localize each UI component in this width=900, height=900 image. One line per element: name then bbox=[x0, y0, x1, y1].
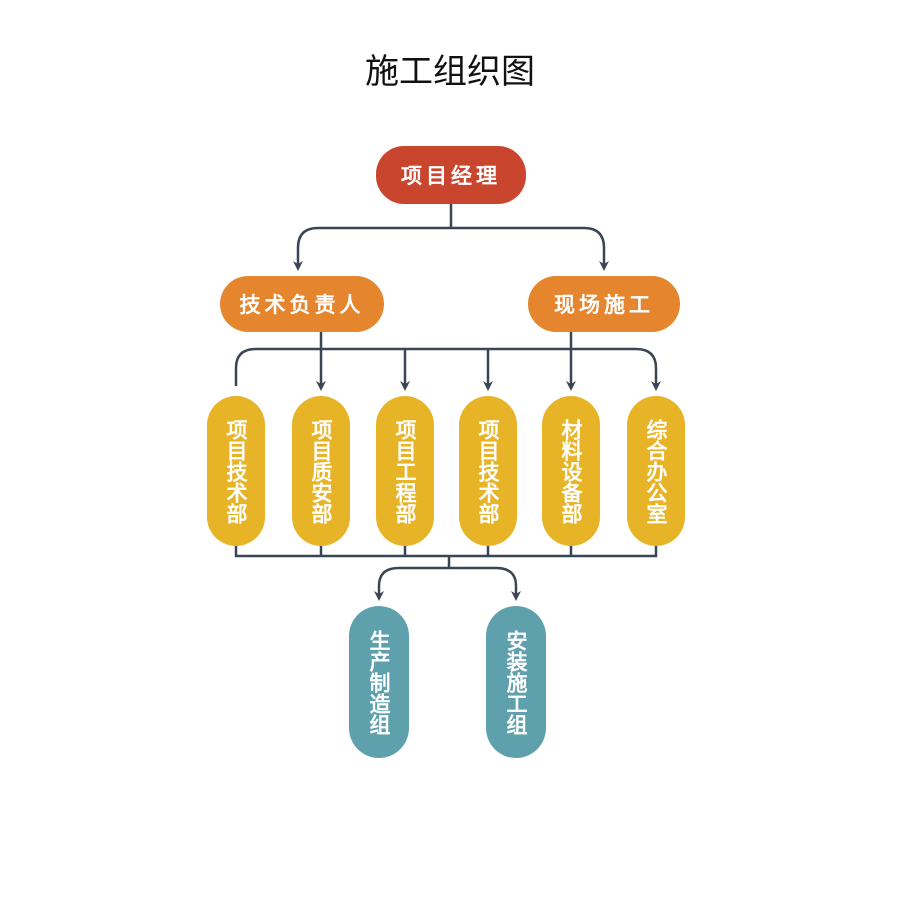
node-technical-lead: 技术负责人 bbox=[220, 276, 384, 332]
connector-manager-to-site bbox=[451, 226, 609, 271]
connector-team-bus bbox=[234, 546, 658, 558]
node-dept-project-technical: 项目技术部 bbox=[207, 396, 265, 546]
connector-manager-to-tech-lead bbox=[293, 226, 451, 271]
node-dept-materials-equipment: 材料设备部 bbox=[542, 396, 600, 546]
connector-to-install-team bbox=[449, 566, 521, 601]
node-dept-project-technical-2: 项目技术部 bbox=[459, 396, 517, 546]
node-dept-engineering: 项目工程部 bbox=[376, 396, 434, 546]
node-site-construction: 现场施工 bbox=[528, 276, 680, 332]
connector-to-production-team bbox=[374, 566, 449, 601]
node-team-production: 生产制造组 bbox=[349, 606, 409, 758]
node-dept-quality-safety: 项目质安部 bbox=[292, 396, 350, 546]
node-project-manager: 项目经理 bbox=[376, 146, 526, 204]
node-team-installation: 安装施工组 bbox=[486, 606, 546, 758]
connector-department-bus bbox=[234, 347, 661, 391]
page-title: 施工组织图 bbox=[365, 52, 535, 92]
node-dept-general-office: 综合办公室 bbox=[627, 396, 685, 546]
